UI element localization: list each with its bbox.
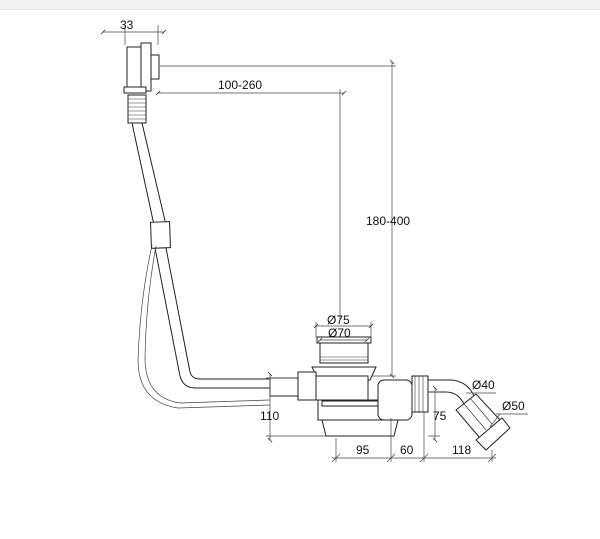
- top-band: [0, 0, 600, 10]
- dim-75-label: 75: [433, 409, 447, 423]
- dim-100-260-label: 100-260: [218, 78, 262, 92]
- overflow-handle: [123, 42, 160, 124]
- overflow-pipe: [131, 122, 298, 389]
- outlet-elbow: [455, 393, 511, 451]
- dim-60-label: 60: [400, 443, 414, 457]
- dim-dia-50-label: Ø50: [502, 399, 525, 413]
- dim-dia-75-label: Ø75: [327, 313, 350, 327]
- dim-33-label: 33: [120, 18, 134, 32]
- dim-180-400-label: 180-400: [366, 214, 410, 228]
- dim-dia-40-label: Ø40: [472, 378, 495, 392]
- dimension-lines: [100, 25, 528, 463]
- bowden-cable: [137, 244, 271, 409]
- dim-110-label: 110: [260, 409, 279, 423]
- dim-95-label: 95: [356, 443, 370, 457]
- siphon-body: [269, 371, 475, 437]
- dim-118-label: 118: [452, 443, 471, 457]
- dim-dia-70-label: Ø70: [328, 326, 351, 340]
